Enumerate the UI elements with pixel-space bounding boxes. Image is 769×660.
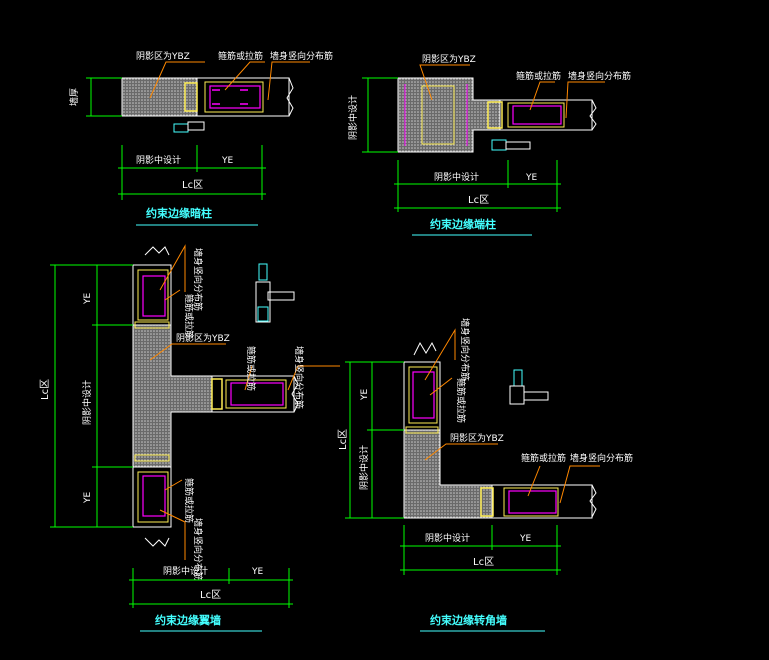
hoop-tie-label: 箍筋或拉筋 — [218, 50, 263, 62]
caption-dark-column: 约束边缘暗柱 — [146, 206, 212, 220]
wall-thickness-label: 墙厚 — [68, 88, 80, 106]
break-line — [144, 537, 170, 547]
stirrup — [408, 366, 438, 424]
tie-detail — [267, 291, 295, 301]
web-wall — [491, 484, 593, 519]
lc-label-vertical: Lc区 — [337, 429, 349, 450]
hoop-tie-label: 箍筋或拉筋 — [516, 70, 561, 82]
wall-vertical-label-bottom: 墙身竖向分布筋 — [192, 518, 204, 581]
yk-label-bottom: YE — [83, 492, 93, 504]
hoop-tie-label-bottom: 箍筋或拉筋 — [183, 478, 195, 523]
wall-vertical-label-top: 墙身竖向分布筋 — [459, 318, 471, 381]
shadow-zone-label: 阴影区为YBZ — [450, 432, 504, 444]
flange-bottom — [132, 466, 172, 528]
tie-detail — [505, 141, 531, 150]
stirrup — [134, 454, 170, 462]
stirrup — [405, 426, 439, 434]
hoop-tie-label: 箍筋或拉筋 — [245, 346, 257, 391]
stirrup — [480, 487, 494, 517]
caption-flange-wall: 约束边缘翼墙 — [155, 613, 221, 627]
stirrup — [225, 379, 287, 409]
break-line — [144, 246, 170, 256]
lc-label: Lc区 — [200, 589, 221, 601]
wall-vertical-label: 墙身竖向分布筋 — [270, 50, 333, 62]
hoop-tie-label-top: 箍筋或拉筋 — [455, 378, 467, 423]
yk-label: YE — [525, 173, 537, 183]
wall-vertical-label: 墙身竖向分布筋 — [293, 346, 305, 409]
break-line — [413, 341, 437, 356]
tie-detail — [255, 281, 271, 323]
yk-label-top: YE — [83, 293, 93, 305]
diagram-flange-wall: Lc区 YE 阴影中设计 YE 墙身竖向分布筋 箍筋或拉筋 阴影区为YBZ 箍筋… — [39, 244, 340, 632]
stirrup — [137, 269, 169, 321]
wall-outline — [196, 77, 290, 117]
tie-detail — [257, 306, 269, 322]
lc-label: Lc区 — [182, 179, 203, 191]
wall-vertical-label-top: 墙身竖向分布筋 — [192, 248, 204, 311]
tie-detail — [173, 123, 189, 133]
shadow-zone-label: 阴影区为YBZ — [176, 332, 230, 344]
rebar-hoop — [230, 382, 284, 406]
stirrup — [211, 378, 223, 410]
shadow-region — [397, 77, 501, 153]
hoop-tie-label: 箍筋或拉筋 — [521, 452, 566, 464]
rebar-hoop — [142, 475, 166, 517]
tie-detail — [523, 391, 549, 401]
yk-label-vertical: YE — [360, 389, 370, 401]
tie-detail — [491, 139, 507, 151]
rebar-hoop — [512, 105, 562, 125]
shadow-zone-label: 阴影区为YBZ — [422, 53, 476, 65]
stirrup — [503, 487, 559, 517]
stirrup — [184, 82, 198, 112]
break-line — [286, 77, 294, 117]
caption-corner-wall: 约束边缘转角墙 — [430, 613, 507, 627]
stirrup — [507, 102, 565, 128]
wall-outline — [499, 99, 593, 131]
lc-label: Lc区 — [468, 194, 489, 206]
caption-end-column: 约束边缘端柱 — [430, 217, 496, 231]
tie-detail — [187, 121, 205, 131]
hoop-tie-label-top: 箍筋或拉筋 — [183, 294, 195, 339]
rebar-hoop — [209, 85, 261, 109]
diagram-corner-wall: Lc区 YE 阴影中设计 墙身竖向分布筋 箍筋或拉筋 阴影区为YBZ 箍筋或拉筋… — [337, 318, 633, 632]
rebar-bars — [212, 89, 248, 105]
diagram-dark-column: 墙厚 阴影区为YBZ 箍筋或拉筋 墙身竖向分布筋 阴影中设计 YE Lc区 约束… — [68, 50, 333, 226]
wall-vertical-label: 墙身竖向分布筋 — [568, 70, 631, 82]
diagram-end-column: 阴影中设计 阴影区为YBZ 箍筋或拉筋 墙身竖向分布筋 阴影中设计 YE Lc区… — [347, 53, 631, 236]
tie-detail — [509, 385, 525, 405]
break-line — [589, 484, 597, 518]
lc-label-vertical: Lc区 — [39, 379, 51, 400]
rebar-hoop — [412, 371, 435, 419]
shadow-zone-label: 阴影区为YBZ — [136, 50, 190, 62]
wall-vertical-label: 墙身竖向分布筋 — [570, 452, 633, 464]
break-line — [291, 375, 299, 413]
shadow-design-label: 阴影中设计 — [163, 565, 208, 577]
shadow-design-label-vertical: 阴影中设计 — [358, 445, 370, 490]
tie-detail — [258, 263, 268, 281]
shadow-design-label: 阴影中设计 — [136, 154, 181, 166]
shadow-design-label-vertical: 阴影中设计 — [81, 380, 93, 425]
yk-label: YE — [251, 567, 263, 577]
stirrup — [134, 321, 170, 329]
stirrup — [487, 101, 503, 129]
stirrup — [204, 81, 264, 113]
yk-label: YE — [519, 534, 531, 544]
break-line — [589, 99, 597, 131]
rebar-hoop — [508, 490, 557, 514]
shadow-design-label-vertical: 阴影中设计 — [347, 95, 359, 140]
rebar-hoop — [142, 275, 166, 317]
stirrup — [421, 85, 455, 145]
shadow-design-label: 阴影中设计 — [434, 171, 479, 183]
rebar-bars — [404, 84, 468, 146]
shadow-design-label: 阴影中设计 — [425, 532, 470, 544]
yk-label: YE — [221, 156, 233, 166]
shadow-region — [132, 324, 213, 468]
tie-detail — [513, 369, 523, 387]
stirrup — [137, 471, 169, 523]
lc-label: Lc区 — [473, 556, 494, 568]
